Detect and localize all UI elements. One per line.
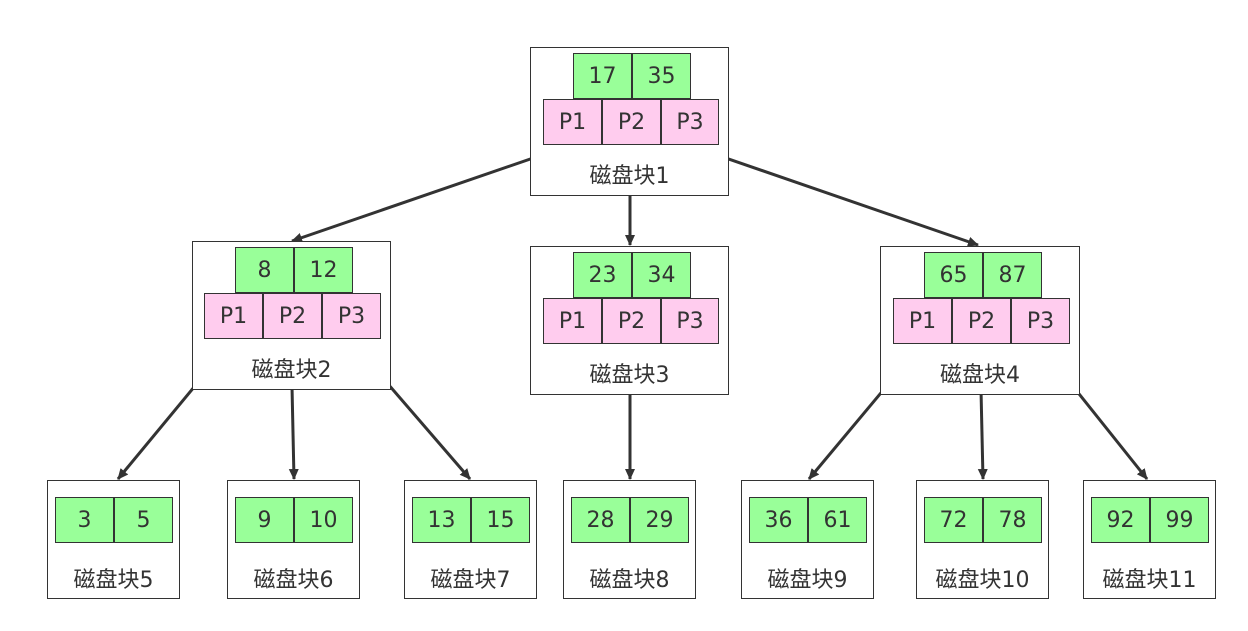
edge-arrow-b1-b2 xyxy=(291,143,572,243)
block-label: 磁盘块3 xyxy=(589,363,670,388)
disk-block-5: 3 5 磁盘块5 xyxy=(47,480,180,599)
block-label: 磁盘块4 xyxy=(940,363,1020,388)
block-label: 磁盘块1 xyxy=(589,164,670,189)
block-label: 磁盘块5 xyxy=(73,568,154,593)
key-cell: 13 xyxy=(412,497,471,543)
key-cell: 17 xyxy=(573,53,632,99)
pointer-cell-p2: P2 xyxy=(263,293,322,339)
disk-block-4: 65 87 P1 P2 P3 磁盘块4 xyxy=(880,246,1080,395)
key-cell: 35 xyxy=(632,53,691,99)
pointer-cell-p1: P1 xyxy=(543,99,602,145)
disk-block-9: 36 61 磁盘块9 xyxy=(741,480,874,599)
disk-block-8: 28 29 磁盘块8 xyxy=(563,480,696,599)
key-cell: 92 xyxy=(1091,497,1150,543)
pointer-cell-p1: P1 xyxy=(543,298,602,344)
block-label: 磁盘块7 xyxy=(430,568,511,593)
disk-block-11: 92 99 磁盘块11 xyxy=(1083,480,1216,599)
key-cell: 28 xyxy=(571,497,630,543)
pointer-cell-p1: P1 xyxy=(204,293,263,339)
block-label: 磁盘块11 xyxy=(1102,568,1197,593)
key-cell: 3 xyxy=(55,497,114,543)
key-cell: 15 xyxy=(471,497,530,543)
key-cell: 78 xyxy=(983,497,1042,543)
key-cell: 61 xyxy=(808,497,867,543)
block-label: 磁盘块2 xyxy=(251,358,332,383)
disk-block-6: 9 10 磁盘块6 xyxy=(227,480,360,599)
key-cell: 87 xyxy=(983,252,1042,298)
key-cell: 12 xyxy=(294,247,353,293)
pointer-cell-p2: P2 xyxy=(602,99,661,145)
disk-block-3: 23 34 P1 P2 P3 磁盘块3 xyxy=(530,246,729,395)
disk-block-7: 13 15 磁盘块7 xyxy=(404,480,537,599)
disk-block-10: 72 78 磁盘块10 xyxy=(916,480,1049,599)
key-cell: 5 xyxy=(114,497,173,543)
pointer-cell-p2: P2 xyxy=(602,298,661,344)
block-label: 磁盘块9 xyxy=(767,568,848,593)
pointer-cell-p3: P3 xyxy=(661,99,719,145)
key-cell: 9 xyxy=(235,497,294,543)
key-cell: 10 xyxy=(294,497,353,543)
key-cell: 23 xyxy=(573,252,632,298)
key-cell: 34 xyxy=(632,252,691,298)
pointer-cell-p3: P3 xyxy=(661,298,719,344)
key-cell: 65 xyxy=(924,252,983,298)
edge-arrow-b1-b4 xyxy=(687,143,979,247)
block-label: 磁盘块8 xyxy=(589,568,670,593)
block-label: 磁盘块6 xyxy=(253,568,334,593)
disk-block-2: 8 12 P1 P2 P3 磁盘块2 xyxy=(192,241,391,390)
key-cell: 99 xyxy=(1150,497,1209,543)
key-cell: 72 xyxy=(924,497,983,543)
pointer-cell-p2: P2 xyxy=(952,298,1011,344)
block-label: 磁盘块10 xyxy=(935,568,1030,593)
key-cell: 36 xyxy=(749,497,808,543)
disk-block-1: 17 35 P1 P2 P3 磁盘块1 xyxy=(530,47,729,196)
key-cell: 29 xyxy=(630,497,689,543)
pointer-cell-p1: P1 xyxy=(893,298,952,344)
pointer-cell-p3: P3 xyxy=(1011,298,1070,344)
pointer-cell-p3: P3 xyxy=(322,293,381,339)
key-cell: 8 xyxy=(235,247,294,293)
